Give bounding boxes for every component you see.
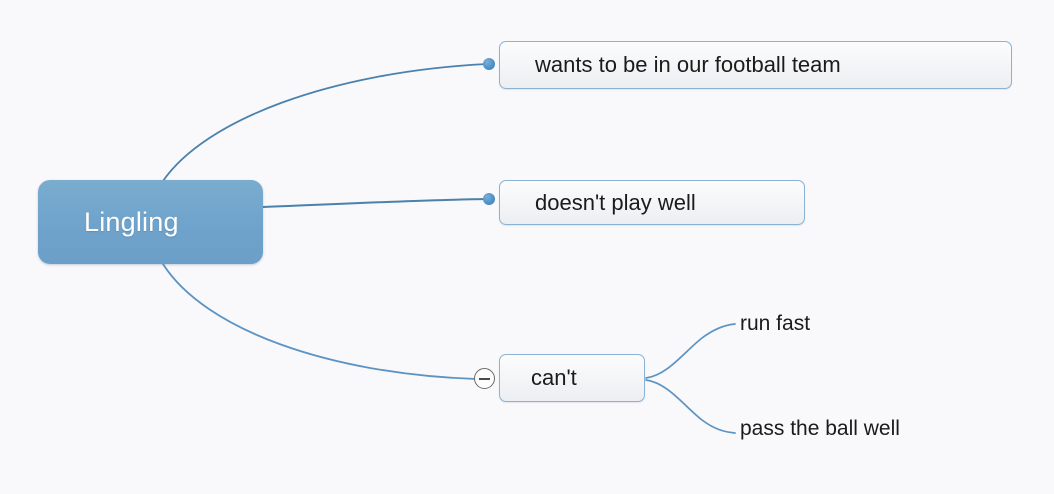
leaf-label-pass-the-ball-well[interactable]: pass the ball well	[740, 417, 900, 440]
root-node[interactable]: Lingling	[38, 180, 263, 264]
connector-cant-to-pass	[645, 379, 736, 434]
leaf-label-run-fast[interactable]: run fast	[740, 312, 811, 335]
topic-label-football: wants to be in our football team	[535, 52, 841, 77]
bullet-dot-icon-football	[483, 58, 495, 70]
collapse-minus-icon-cant[interactable]	[474, 368, 495, 389]
connector-cant-to-run	[645, 323, 736, 379]
connector-root-to-cant	[162, 263, 477, 380]
minus-bar	[479, 378, 490, 380]
topic-box-football[interactable]: wants to be in our football team	[499, 41, 1012, 89]
bullet-dot-icon-play	[483, 193, 495, 205]
connector-root-to-play	[262, 198, 488, 208]
connector-root-to-football	[162, 63, 488, 182]
topic-box-play[interactable]: doesn't play well	[499, 180, 805, 225]
root-node-label: Lingling	[84, 206, 179, 237]
topic-label-play: doesn't play well	[535, 189, 696, 215]
topic-box-cant[interactable]: can't	[499, 354, 645, 402]
topic-label-cant: can't	[531, 365, 577, 390]
